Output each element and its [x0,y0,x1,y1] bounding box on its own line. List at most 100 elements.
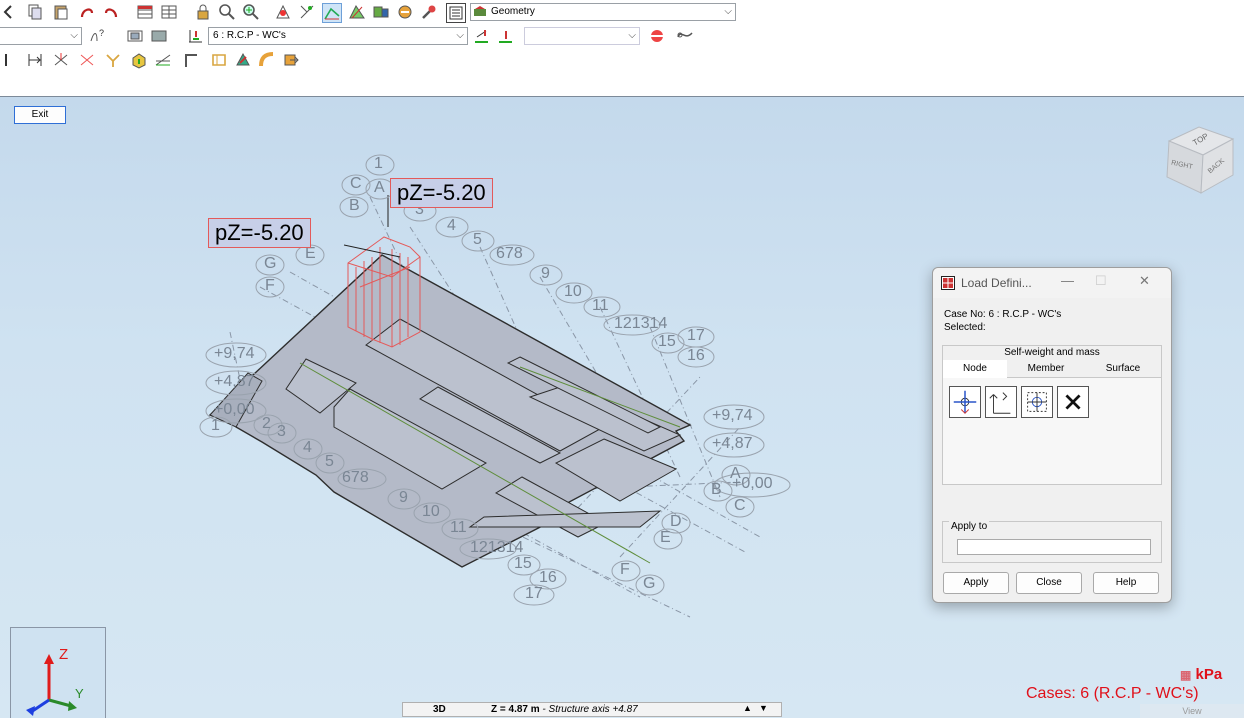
grid-label-top: 4 [447,217,456,234]
stress-icon[interactable] [396,3,414,21]
grid-label-bottom: 4 [303,439,312,456]
pipe-icon[interactable] [258,51,276,69]
view-tab[interactable]: View [1140,704,1244,718]
load-remove-icon[interactable] [496,27,514,45]
imposed-displacement-icon[interactable] [985,386,1017,418]
grid-label-top: 17 [687,327,705,344]
load-label[interactable]: pZ=-5.20 [208,218,311,248]
cladding-icon[interactable] [234,51,252,69]
dialog-title: Load Defini... [961,276,1032,290]
auxiliary-node-icon[interactable] [1021,386,1053,418]
close-window-button[interactable]: ✕ [1139,273,1150,288]
deformation-icon[interactable] [676,27,694,45]
section-icon[interactable] [372,3,390,21]
grid-letter-right: C [734,497,746,514]
query-icon[interactable]: ? [88,27,106,45]
trim-icon[interactable] [78,51,96,69]
grid-label-13: 13 [487,539,506,556]
node-icon[interactable] [298,3,316,21]
frame-icon[interactable] [126,27,144,45]
corner-icon[interactable] [182,51,200,69]
level-label-right: +9,74 [712,407,753,424]
close-button[interactable]: Close [1016,572,1082,594]
tab-member[interactable]: Member [1007,360,1086,378]
grid-letter-left: E [305,245,316,262]
load-case-select[interactable]: 6 : R.C.P - WC's ⌵ [208,27,468,45]
grid-letter-right: F [620,561,630,578]
grid-label-bottom: 121314 [470,539,523,557]
grid-labels: 1 3 4 5 678 9 10 11 121314 15 17 16 C A … [0,97,1244,718]
level-down-icon[interactable]: ▼ [759,703,768,713]
view-icon[interactable] [322,3,342,23]
grid-label-12: 12 [470,539,488,556]
toolbar-divider [0,72,1244,96]
grid-label-8: 8 [513,245,523,262]
grid-label-bottom: 3 [277,423,286,440]
zoom-in-icon[interactable] [242,3,260,21]
delete-load-icon[interactable] [1057,386,1089,418]
table-edit-icon[interactable] [160,3,178,21]
grid-label-7: 7 [350,469,360,486]
load-label[interactable]: pZ=-5.20 [390,178,493,208]
undo-icon[interactable] [78,3,96,21]
layout-icon[interactable] [446,3,466,23]
grid-label-bottom: 9 [399,489,408,506]
tab-self-weight[interactable]: Self-weight and mass [943,346,1161,361]
nodal-force-icon[interactable] [949,386,981,418]
selected-label: Selected: [944,322,986,333]
redo-icon[interactable] [102,3,120,21]
dialog-titlebar[interactable]: Load Defini... — ☐ ✕ [933,268,1171,298]
view-cube[interactable]: TOP RIGHT BACK [1163,123,1239,197]
minimize-button[interactable]: — [1061,273,1074,288]
structure-model[interactable] [0,97,1244,718]
copy-icon[interactable] [26,3,44,21]
cut-icon[interactable] [2,3,20,21]
grid-label-top: 11 [592,297,609,314]
load-add-icon[interactable] [472,27,490,45]
tools-icon[interactable] [420,3,438,21]
zoom-window-icon[interactable] [218,3,236,21]
maximize-button[interactable]: ☐ [1095,273,1107,288]
bar-icon[interactable] [2,51,20,69]
frame-filled-icon[interactable] [150,27,168,45]
extrude-icon[interactable] [130,51,148,69]
extend-icon[interactable] [104,51,122,69]
results-icon[interactable] [648,27,666,45]
toolbar-row-1: Geometry ⌵ [0,0,760,24]
panel-icon[interactable] [210,51,228,69]
grid-label-top: 16 [687,347,705,364]
chevron-down-icon: ⌵ [628,30,636,41]
toolbar-row-3 [0,48,400,72]
design-icon[interactable] [348,3,366,21]
load-definition-dialog[interactable]: Load Defini... — ☐ ✕ Case No: 6 : R.C.P … [932,267,1172,603]
export-icon[interactable] [282,51,300,69]
structure-icon[interactable] [274,3,292,21]
level-label-left: +9,74 [214,345,255,362]
mode-label[interactable]: 3D [433,704,446,715]
tab-surface[interactable]: Surface [1085,360,1161,378]
apply-button[interactable]: Apply [943,572,1009,594]
help-button[interactable]: Help [1093,572,1159,594]
axis-indicator: Z Y [10,627,106,718]
grid-letter-right: G [643,575,656,592]
paste-icon[interactable] [52,3,70,21]
combination-select[interactable]: ⌵ [524,27,640,45]
table-icon[interactable] [136,3,154,21]
lock-icon[interactable] [194,3,212,21]
apply-to-input[interactable] [957,539,1151,555]
tab-node[interactable]: Node [943,360,1008,378]
z-level-display[interactable]: Z = 4.87 m - Structure axis +4.87 [491,704,638,715]
geometry-select[interactable]: Geometry ⌵ [470,3,736,21]
intersect-icon[interactable] [52,51,70,69]
structure-select[interactable]: ⌵ [0,27,82,45]
grid-label-12: 12 [614,315,632,332]
level-up-icon[interactable]: ▲ [743,703,752,713]
cases-label: Cases: 6 (R.C.P - WC's) [1026,685,1199,702]
grid-label-top: 9 [541,265,550,282]
dimension-icon[interactable] [26,51,44,69]
load-case-icon[interactable] [186,27,204,45]
exit-button[interactable]: Exit [14,106,66,124]
grid-label-bottom: 16 [539,569,557,586]
axis-y-label: Y [75,686,84,701]
split-icon[interactable] [154,51,172,69]
